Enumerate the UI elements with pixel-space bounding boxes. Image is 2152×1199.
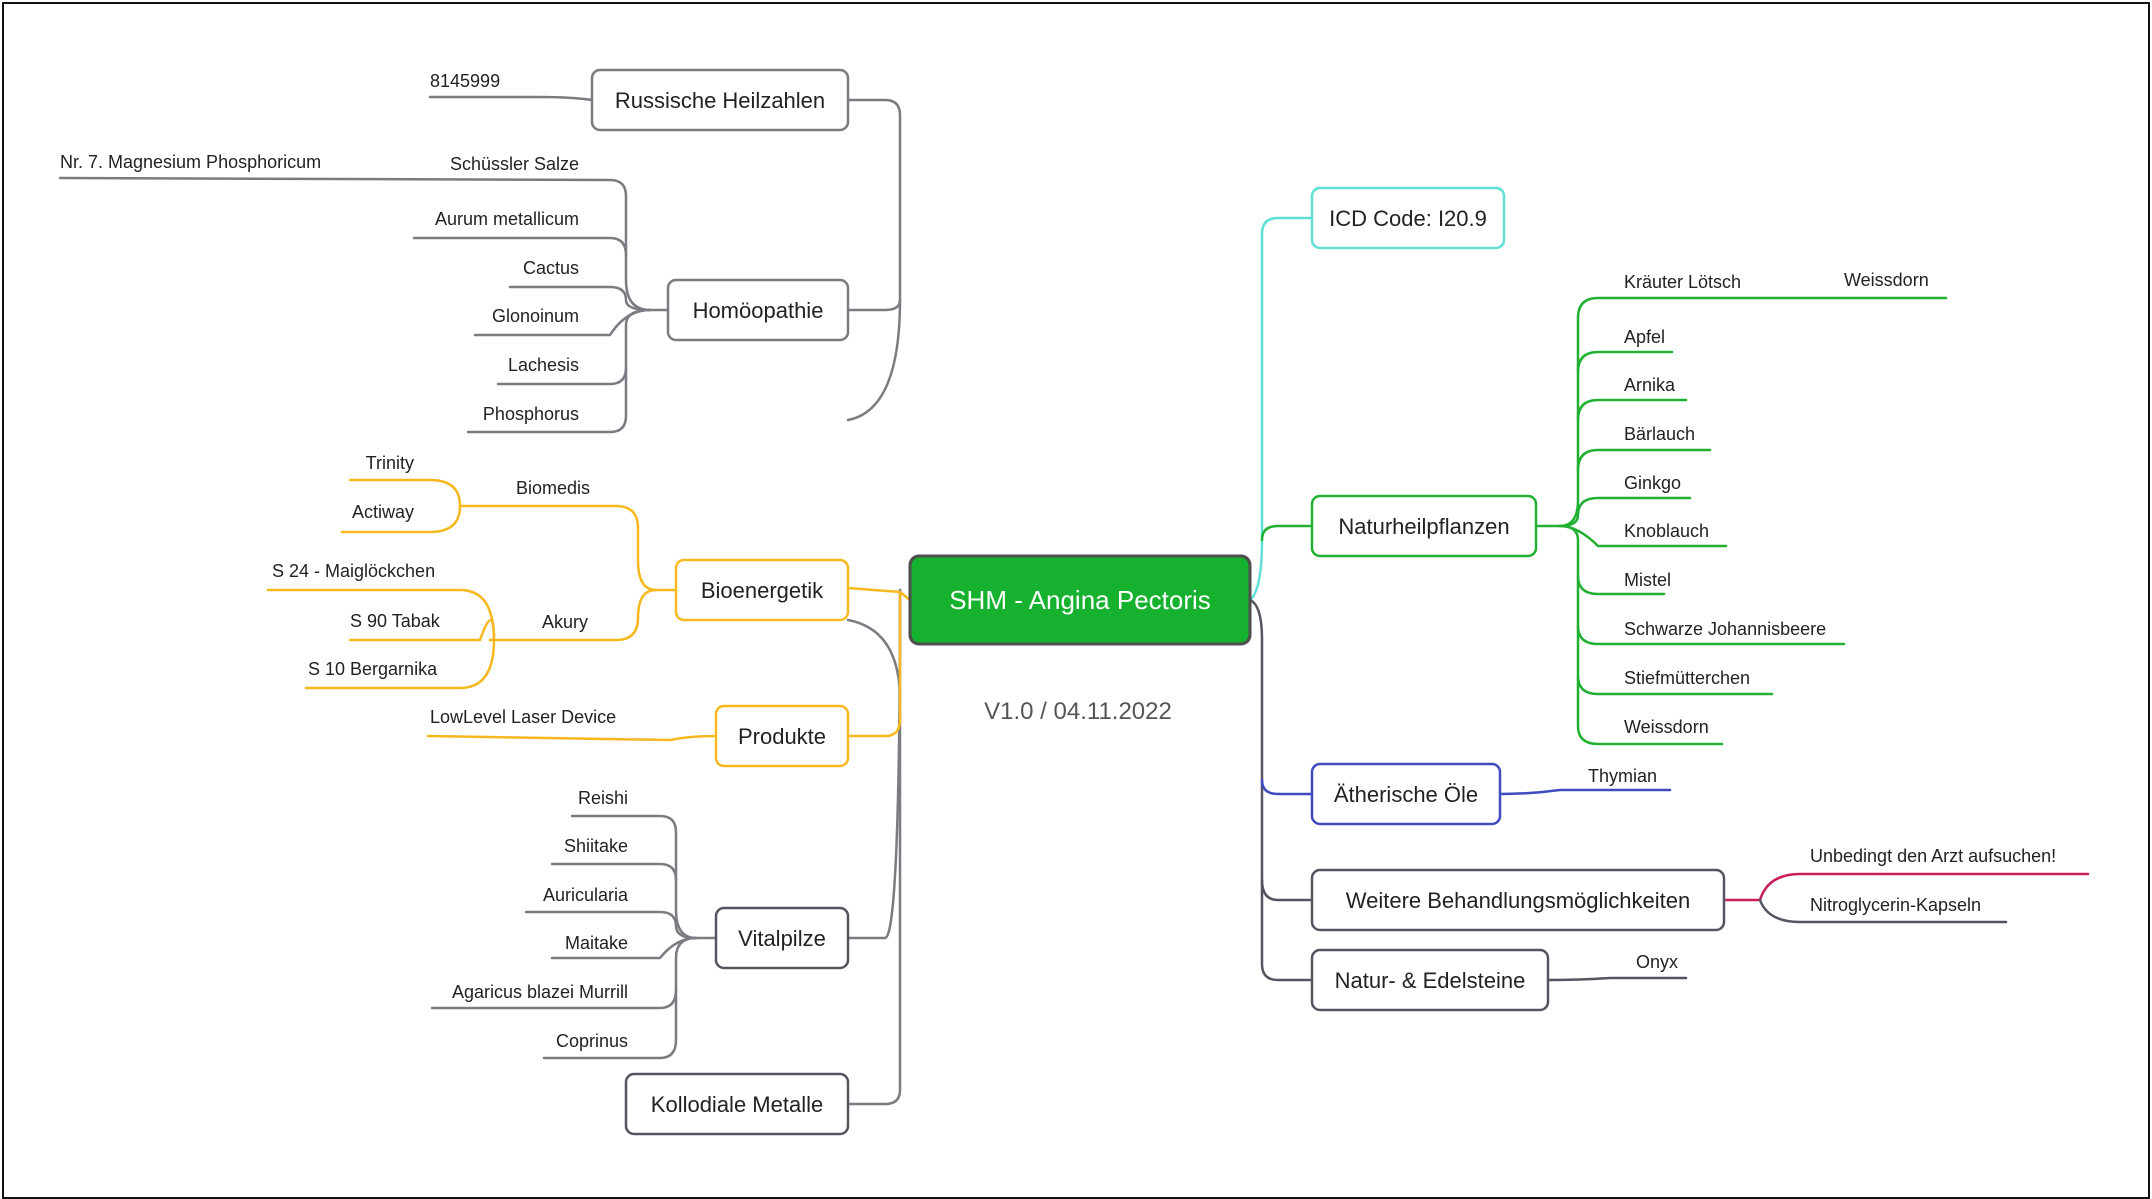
topic-aetherische-oele[interactable]: Ätherische Öle — [1310, 762, 1502, 826]
leaf-akury[interactable]: Akury — [542, 612, 588, 632]
svg-text:Produkte: Produkte — [738, 724, 826, 749]
topic-bioenergetik[interactable]: Bioenergetik — [674, 558, 850, 622]
right-trunk-cyan — [1248, 216, 1314, 602]
leaf-maitake[interactable]: Maitake — [565, 933, 628, 953]
leaf-nitroglycerin-kapseln[interactable]: Nitroglycerin-Kapseln — [1810, 895, 1981, 915]
leaf-auricularia[interactable]: Auricularia — [543, 885, 629, 905]
svg-text:Ätherische Öle: Ätherische Öle — [1334, 782, 1478, 807]
svg-text:ICD Code: I20.9: ICD Code: I20.9 — [1329, 206, 1487, 231]
leaf-kraeuter-loetsch[interactable]: Kräuter Lötsch — [1624, 272, 1741, 292]
leaf-onyx[interactable]: Onyx — [1636, 952, 1678, 972]
leaf-glonoinum[interactable]: Glonoinum — [492, 306, 579, 326]
svg-text:Russische Heilzahlen: Russische Heilzahlen — [615, 88, 825, 113]
leaf-s24-maigloeckchen[interactable]: S 24 - Maiglöckchen — [272, 561, 435, 581]
svg-text:Vitalpilze: Vitalpilze — [738, 926, 826, 951]
edge-nitroglycerin — [1758, 898, 2008, 924]
leaf-schwarze-johannisbeere[interactable]: Schwarze Johannisbeere — [1624, 619, 1826, 639]
leaf-aurum-metallicum[interactable]: Aurum metallicum — [435, 209, 579, 229]
leaf-knoblauch[interactable]: Knoblauch — [1624, 521, 1709, 541]
leaf-weissdorn[interactable]: Weissdorn — [1624, 717, 1709, 737]
right-trunk-blue — [1260, 778, 1314, 796]
leaf-lowlevel-laser[interactable]: LowLevel Laser Device — [430, 707, 616, 727]
topic-russische-heilzahlen[interactable]: Russische Heilzahlen — [590, 68, 850, 132]
leaf-actiway[interactable]: Actiway — [352, 502, 414, 522]
topic-produkte[interactable]: Produkte — [714, 704, 850, 768]
leaf-ginkgo[interactable]: Ginkgo — [1624, 473, 1681, 493]
leaf-magnesium-phosphoricum[interactable]: Nr. 7. Magnesium Phosphoricum — [60, 152, 321, 172]
topic-icd-code[interactable]: ICD Code: I20.9 — [1310, 186, 1506, 250]
leaf-schuessler-salze[interactable]: Schüssler Salze — [450, 154, 579, 174]
edges-naturheilpflanzen — [1534, 296, 1948, 746]
leaf-cactus[interactable]: Cactus — [523, 258, 579, 278]
edges-homoeopathie — [58, 176, 670, 434]
leaf-arnika[interactable]: Arnika — [1624, 375, 1676, 395]
topic-weitere-behandlungsmoeglichkeiten[interactable]: Weitere Behandlungsmöglichkeiten — [1310, 868, 1726, 932]
topic-naturheilpflanzen[interactable]: Naturheilpflanzen — [1310, 494, 1538, 558]
leaf-phosphorus[interactable]: Phosphorus — [483, 404, 579, 424]
center-node[interactable]: SHM - Angina Pectoris — [908, 554, 1252, 646]
left-trunk-gray — [846, 98, 902, 1106]
leaf-stiefmuetterchen[interactable]: Stiefmütterchen — [1624, 668, 1750, 688]
leaf-coprinus[interactable]: Coprinus — [556, 1031, 628, 1051]
topic-kollodiale-metalle[interactable]: Kollodiale Metalle — [624, 1072, 850, 1136]
leaf-thymian[interactable]: Thymian — [1588, 766, 1657, 786]
svg-text:Homöopathie: Homöopathie — [693, 298, 824, 323]
leaf-trinity[interactable]: Trinity — [366, 453, 414, 473]
leaf-reishi[interactable]: Reishi — [578, 788, 628, 808]
leaf-biomedis[interactable]: Biomedis — [516, 478, 590, 498]
right-trunk-green — [1260, 524, 1314, 542]
center-title: SHM - Angina Pectoris — [949, 585, 1211, 615]
leaf-apfel[interactable]: Apfel — [1624, 327, 1665, 347]
svg-text:Kollodiale Metalle: Kollodiale Metalle — [651, 1092, 823, 1117]
leaf-s10-bergarnika[interactable]: S 10 Bergarnika — [308, 659, 438, 679]
leaf-s90-tabak[interactable]: S 90 Tabak — [350, 611, 441, 631]
edge-8145999 — [428, 95, 594, 102]
topic-natur-edelsteine[interactable]: Natur- & Edelsteine — [1310, 948, 1550, 1012]
version-date: V1.0 / 04.11.2022 — [984, 698, 1172, 725]
left-trunk-yellow — [846, 586, 912, 738]
svg-text:Weitere Behandlungsmöglichkeit: Weitere Behandlungsmöglichkeiten — [1346, 888, 1690, 913]
leaf-mistel[interactable]: Mistel — [1624, 570, 1671, 590]
topic-homoeopathie[interactable]: Homöopathie — [666, 278, 850, 342]
svg-text:Natur- & Edelsteine: Natur- & Edelsteine — [1335, 968, 1526, 993]
edge-thymian — [1498, 788, 1672, 796]
right-trunk-dark — [1248, 598, 1314, 982]
leaf-8145999[interactable]: 8145999 — [430, 71, 500, 91]
leaf-lachesis[interactable]: Lachesis — [508, 355, 579, 375]
svg-text:Naturheilpflanzen: Naturheilpflanzen — [1338, 514, 1509, 539]
leaf-arzt-aufsuchen[interactable]: Unbedingt den Arzt aufsuchen! — [1810, 846, 2056, 866]
svg-text:Bioenergetik: Bioenergetik — [701, 578, 824, 603]
edge-lowlevel-laser — [426, 734, 718, 742]
leaf-baerlauch[interactable]: Bärlauch — [1624, 424, 1695, 444]
edges-vitalpilze — [430, 814, 718, 1060]
leaf-shiitake[interactable]: Shiitake — [564, 836, 628, 856]
leaf-kraeuter-weissdorn[interactable]: Weissdorn — [1844, 270, 1929, 290]
edges-bioenergetik — [266, 478, 678, 690]
leaf-agaricus-blazei-murrill[interactable]: Agaricus blazei Murrill — [452, 982, 628, 1002]
topic-vitalpilze[interactable]: Vitalpilze — [714, 906, 850, 970]
edge-onyx — [1546, 976, 1688, 982]
